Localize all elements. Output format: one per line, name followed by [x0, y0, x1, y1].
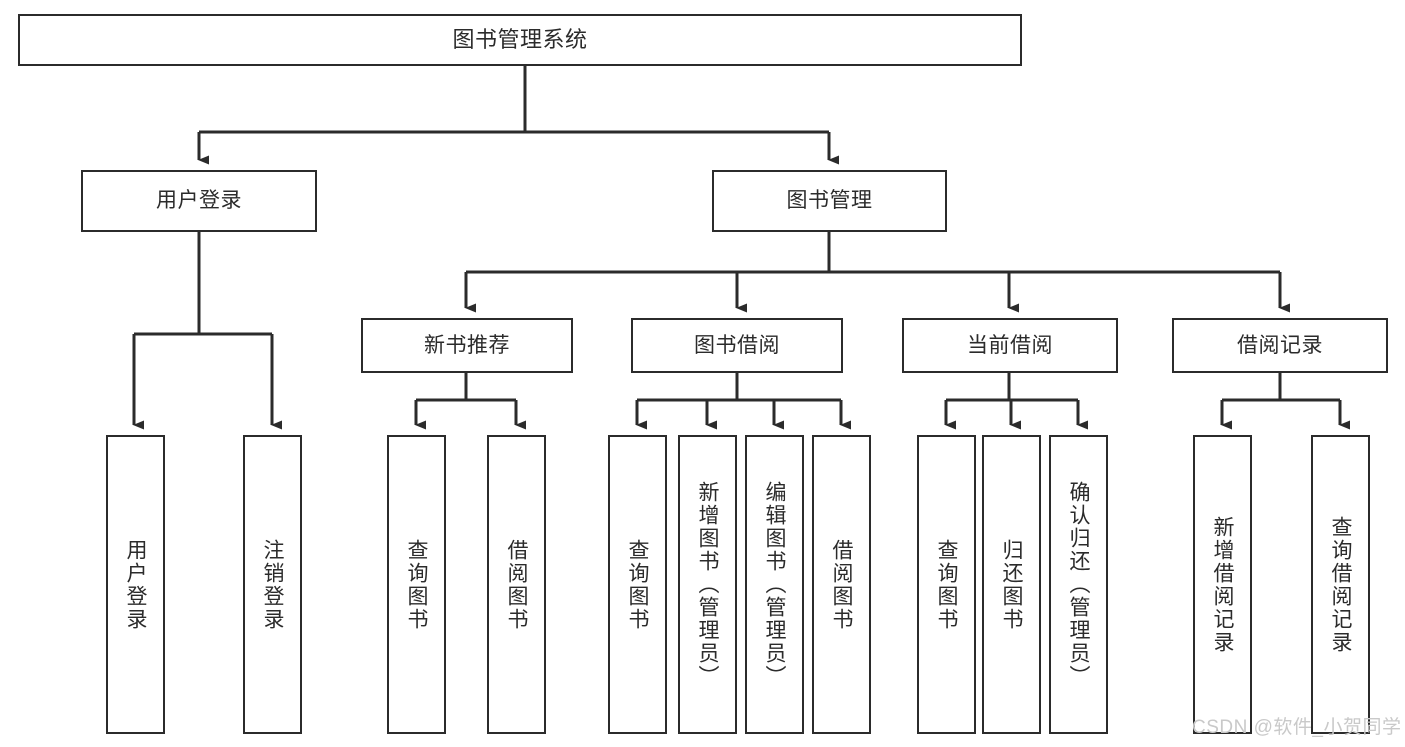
- node-leaf-add-borrow-record-label: 新增借阅记录: [1211, 515, 1234, 654]
- node-leaf-query-borrow-record[interactable]: 查询借阅记录: [1311, 435, 1370, 734]
- csdn-watermark: CSDN @软件_小贺同学: [1192, 717, 1402, 738]
- node-borrow-record-label: 借阅记录: [1237, 333, 1323, 357]
- node-current-borrow-label: 当前借阅: [967, 333, 1053, 357]
- node-leaf-query-book-borrow[interactable]: 查询图书: [608, 435, 667, 734]
- node-root[interactable]: 图书管理系统: [18, 14, 1022, 66]
- node-leaf-query-book-cur-label: 查询图书: [935, 538, 958, 631]
- node-leaf-confirm-return[interactable]: 确认归还（管理员）: [1049, 435, 1108, 734]
- node-book-manage-label: 图书管理: [786, 189, 873, 213]
- node-leaf-add-book-label: 新增图书（管理员）: [696, 481, 719, 688]
- node-leaf-add-borrow-record[interactable]: 新增借阅记录: [1193, 435, 1252, 734]
- node-leaf-user-logout[interactable]: 注销登录: [243, 435, 302, 734]
- node-leaf-borrow-book-rec-label: 借阅图书: [505, 538, 528, 631]
- node-leaf-return-book[interactable]: 归还图书: [982, 435, 1041, 734]
- node-leaf-borrow-book[interactable]: 借阅图书: [812, 435, 871, 734]
- node-leaf-user-login-label: 用户登录: [124, 538, 147, 631]
- node-leaf-query-borrow-record-label: 查询借阅记录: [1329, 515, 1352, 654]
- node-user-login-label: 用户登录: [156, 189, 242, 213]
- node-leaf-borrow-book-rec[interactable]: 借阅图书: [487, 435, 546, 734]
- node-leaf-edit-book[interactable]: 编辑图书（管理员）: [745, 435, 804, 734]
- node-leaf-return-book-label: 归还图书: [1000, 538, 1023, 631]
- node-borrow-record[interactable]: 借阅记录: [1172, 318, 1388, 373]
- node-book-borrow-label: 图书借阅: [694, 333, 780, 357]
- node-leaf-borrow-book-label: 借阅图书: [830, 538, 853, 631]
- node-leaf-user-login[interactable]: 用户登录: [106, 435, 165, 734]
- node-book-manage[interactable]: 图书管理: [712, 170, 947, 232]
- node-leaf-confirm-return-label: 确认归还（管理员）: [1067, 481, 1090, 688]
- node-leaf-edit-book-label: 编辑图书（管理员）: [763, 481, 786, 688]
- node-leaf-add-book[interactable]: 新增图书（管理员）: [678, 435, 737, 734]
- node-new-book-recommend-label: 新书推荐: [424, 333, 510, 357]
- node-leaf-user-logout-label: 注销登录: [261, 538, 284, 631]
- node-leaf-query-book-cur[interactable]: 查询图书: [917, 435, 976, 734]
- node-leaf-query-book-borrow-label: 查询图书: [626, 538, 649, 631]
- node-book-borrow[interactable]: 图书借阅: [631, 318, 843, 373]
- node-leaf-query-book-rec[interactable]: 查询图书: [387, 435, 446, 734]
- node-current-borrow[interactable]: 当前借阅: [902, 318, 1118, 373]
- node-root-label: 图书管理系统: [452, 26, 588, 52]
- node-leaf-query-book-rec-label: 查询图书: [405, 538, 428, 631]
- node-new-book-recommend[interactable]: 新书推荐: [361, 318, 573, 373]
- node-user-login[interactable]: 用户登录: [81, 170, 317, 232]
